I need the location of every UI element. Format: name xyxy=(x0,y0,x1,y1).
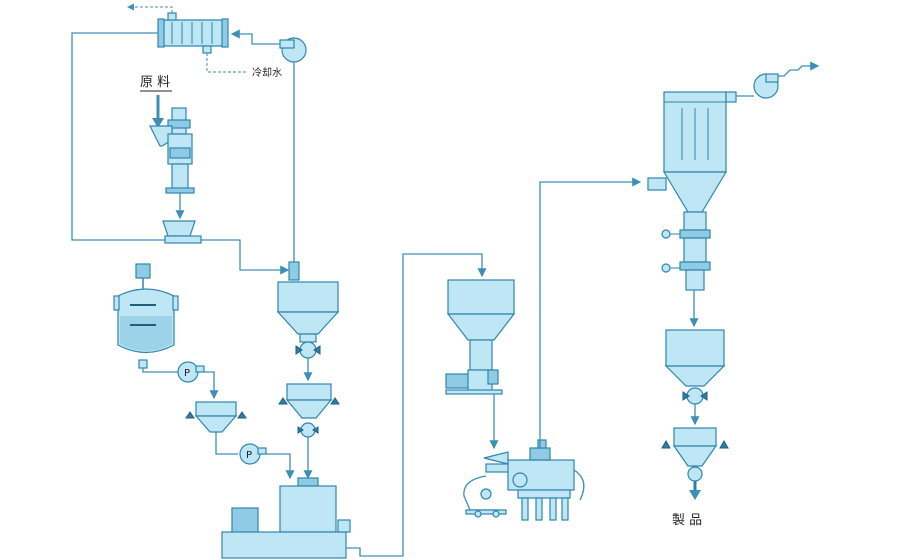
product-hopper xyxy=(664,329,726,387)
pump-1: P xyxy=(177,361,205,383)
raw-material-label: 原 料 xyxy=(140,75,170,90)
rotary-valve-1 xyxy=(295,341,321,359)
blower-2 xyxy=(753,73,779,99)
dissolver-unit xyxy=(149,107,195,194)
mixer-tank xyxy=(113,263,179,369)
feed-hopper xyxy=(445,279,516,395)
main-hopper xyxy=(276,281,340,343)
screw-feeder-assembly xyxy=(463,439,585,521)
final-hopper xyxy=(661,427,729,482)
small-hopper xyxy=(185,401,247,433)
rotary-valve-2 xyxy=(297,422,319,438)
blower-1 xyxy=(279,37,307,63)
rotary-valve-3 xyxy=(682,387,708,405)
cone-feeder xyxy=(162,220,202,244)
pump-2-label: P xyxy=(246,450,252,461)
bag-filter xyxy=(647,91,737,213)
mill-unit xyxy=(221,477,351,559)
condenser xyxy=(157,12,229,54)
pump-2: P xyxy=(239,443,267,465)
pump-1-label: P xyxy=(184,368,190,379)
cooling-water-label: 冷却水 xyxy=(252,66,282,79)
intermediate-hopper xyxy=(278,383,340,419)
rotary-valve-stack xyxy=(661,211,711,291)
product-label: 製 品 xyxy=(672,513,702,528)
